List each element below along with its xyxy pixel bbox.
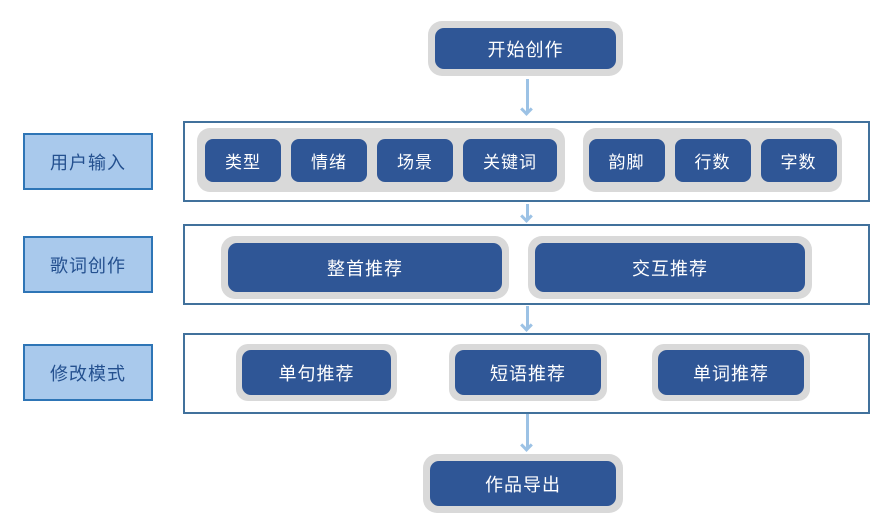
button-type[interactable]: 类型 xyxy=(205,138,281,182)
button-keywords[interactable]: 关键词 xyxy=(463,138,557,182)
row-user-input: 类型 情绪 场景 关键词 韵脚 行数 字数 xyxy=(183,121,870,202)
button-emotion[interactable]: 情绪 xyxy=(291,138,367,182)
arrow-head xyxy=(520,103,533,116)
arrow-down-icon xyxy=(520,79,534,116)
button-group-content: 类型 情绪 场景 关键词 xyxy=(197,128,565,192)
arrow-shaft xyxy=(525,79,529,112)
arrow-shaft xyxy=(525,414,529,448)
arrow-head xyxy=(520,319,533,332)
row-label-lyrics-creation: 歌词创作 xyxy=(23,236,153,293)
row-edit-mode: 单句推荐 短语推荐 单词推荐 xyxy=(183,333,870,414)
end-node-ring: 作品导出 xyxy=(423,454,623,513)
button-word-count[interactable]: 字数 xyxy=(760,138,837,182)
phrase-ring: 短语推荐 xyxy=(449,344,607,401)
button-sentence-recommend[interactable]: 单句推荐 xyxy=(242,350,391,395)
row-label-edit-mode: 修改模式 xyxy=(23,344,153,401)
arrow-head xyxy=(520,439,533,452)
start-button[interactable]: 开始创作 xyxy=(435,28,616,69)
sentence-ring: 单句推荐 xyxy=(236,344,397,401)
start-node-ring: 开始创作 xyxy=(428,21,623,76)
full-song-ring: 整首推荐 xyxy=(221,236,509,299)
button-rhyme[interactable]: 韵脚 xyxy=(588,138,665,182)
button-full-song-recommend[interactable]: 整首推荐 xyxy=(228,243,502,292)
arrow-head xyxy=(520,210,533,223)
button-interactive-recommend[interactable]: 交互推荐 xyxy=(535,243,805,292)
button-phrase-recommend[interactable]: 短语推荐 xyxy=(455,350,601,395)
word-ring: 单词推荐 xyxy=(652,344,810,401)
export-button[interactable]: 作品导出 xyxy=(430,461,616,506)
button-group-constraints: 韵脚 行数 字数 xyxy=(583,128,842,192)
row-label-user-input: 用户输入 xyxy=(23,133,153,190)
arrow-shaft xyxy=(525,306,529,328)
arrow-shaft xyxy=(525,204,529,219)
arrow-down-icon xyxy=(520,414,534,452)
button-word-recommend[interactable]: 单词推荐 xyxy=(658,350,804,395)
arrow-down-icon xyxy=(520,306,534,332)
button-line-count[interactable]: 行数 xyxy=(674,138,751,182)
row-lyrics-creation: 整首推荐 交互推荐 xyxy=(183,224,870,305)
interactive-ring: 交互推荐 xyxy=(528,236,812,299)
arrow-down-icon xyxy=(520,204,534,223)
button-scene[interactable]: 场景 xyxy=(377,138,453,182)
